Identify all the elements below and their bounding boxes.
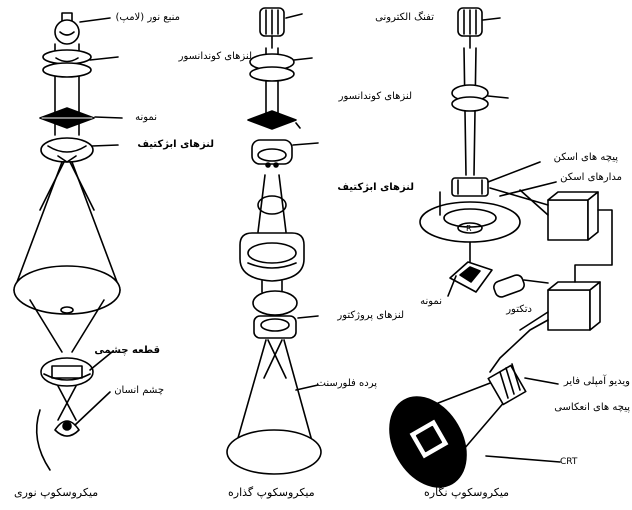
label-light-specimen: نمونه <box>135 112 157 124</box>
sem-electron-gun-icon <box>458 8 482 48</box>
label-tem-projector: لنزهای پروژکتور <box>337 310 404 322</box>
detector-icon <box>492 273 548 298</box>
label-sem-objective: لنزهای ابژکتیف <box>337 182 414 194</box>
label-video-amplifier: ویدیو آمپلی فایر <box>564 376 630 388</box>
lamp-icon <box>55 13 79 44</box>
crt-tube-icon <box>375 364 526 501</box>
scanning-microscope: R <box>375 8 612 501</box>
label-light-source: منبع نور (لامپ) <box>115 12 180 24</box>
tem-objective-icon <box>252 140 292 167</box>
eyepiece-icon <box>41 358 93 386</box>
projector-lens-icon <box>253 291 297 338</box>
caption-sem: میکروسکوپ نگاره <box>424 486 509 499</box>
specimen-slide-icon <box>40 108 94 128</box>
transmission-microscope <box>227 8 321 474</box>
tem-intermediate-magnet-icon <box>240 233 304 281</box>
scan-circuits-box-icon <box>548 192 598 240</box>
caption-light-microscope: میکروسکوپ نوری <box>14 486 98 499</box>
light-microscope <box>14 13 122 470</box>
video-amplifier-box-icon <box>548 282 600 330</box>
objective-lens-icon <box>41 138 93 162</box>
label-sem-specimen: نمونه <box>420 296 442 308</box>
label-light-objective: لنزهای ابژکتیف <box>137 139 214 151</box>
label-eyepiece: قطعه چشمی <box>94 345 160 357</box>
scan-coils-icon <box>452 178 488 196</box>
tem-condenser-icon <box>250 54 294 81</box>
label-tem-screen: پرده فلورسنت <box>317 378 377 390</box>
label-deflection-coils: پیچه های انعکاسی <box>554 402 630 414</box>
fluorescent-screen-icon <box>227 430 321 474</box>
label-scan-coils: پیچه های اسکن <box>554 152 618 164</box>
condenser-lens-icon <box>43 50 91 77</box>
caption-tem: میکروسکوپ گذاره <box>228 486 315 499</box>
sem-condenser-icon <box>452 85 488 111</box>
label-scan-circuits: مدارهای اسکن <box>560 172 622 184</box>
label-sem-condenser: لنزهای کوندانسور <box>339 91 412 103</box>
svg-text:R: R <box>466 224 472 233</box>
electron-gun-icon <box>260 8 284 48</box>
label-human-eye: چشم انسان <box>114 385 164 397</box>
label-crt: CRT <box>560 456 577 468</box>
label-detector: دتکتور <box>506 304 532 316</box>
label-light-condenser: لنزهای کوندانسور <box>179 51 252 63</box>
tem-specimen-icon <box>248 111 296 129</box>
sem-objective-icon: R <box>420 202 520 242</box>
label-electron-gun: تفنگ الکترونی <box>375 12 434 24</box>
